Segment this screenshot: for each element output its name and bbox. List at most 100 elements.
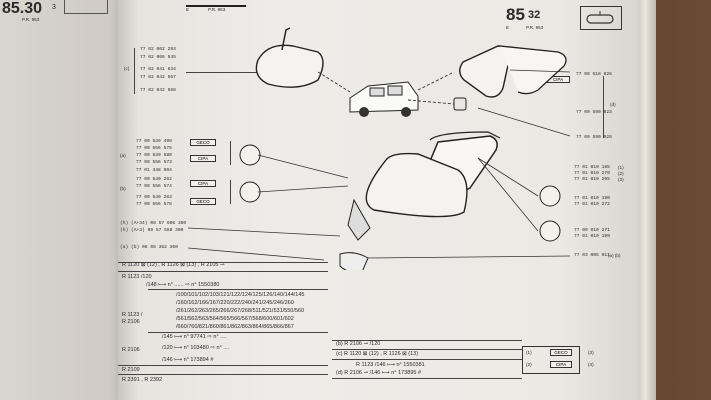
table-row-3-line-5: /660/760/821/860/861/862/863/864/865/866…: [176, 324, 294, 330]
page-edge-2: [646, 0, 656, 400]
group-b-label-cipa: CIPA: [190, 180, 216, 187]
table-row-5-label: R 2106: [122, 347, 140, 353]
legend-note-1: (3): [588, 350, 594, 355]
table-row-3-line-3: /261/262/263/265/266/267/268/511/521/531…: [176, 308, 305, 314]
left-page-number: 85.30: [2, 0, 43, 17]
right-ref-bottom: 77 03 005 011: [574, 253, 610, 258]
table-right-rule-3: [332, 359, 522, 360]
group-b-ref-3: 77 00 540 263: [136, 195, 172, 200]
table-right-row-1: (b) R 2106 ⊸ /120: [336, 341, 381, 347]
group-d-tag: (d): [610, 102, 616, 107]
group-b-tag: (b): [120, 186, 126, 191]
group-a-ref-1: 77 00 539 499: [136, 139, 172, 144]
group-c-bracket: [134, 48, 135, 94]
group-c-ref-1: 77 02 002 293: [140, 47, 176, 52]
screw-ref-2: (h) (A+3) 08 57 688 300: [120, 228, 184, 233]
legend-note-2: (4): [588, 362, 594, 367]
table-row-3-line-1: /100/101/102/103/121/122/124/125/126/140…: [176, 292, 305, 298]
legend-2: (2): [526, 362, 532, 367]
car-illustration: [349, 81, 419, 117]
left-page-number-suffix: 3: [52, 4, 56, 11]
header-sub-left: E: [186, 7, 190, 12]
table-rule-4: [148, 332, 328, 333]
group-c-ref-3: 77 02 041 634: [140, 67, 176, 72]
mirror-c-illustration: [255, 27, 324, 88]
table-right-rule-2: [332, 349, 522, 350]
header-sub-e: E: [506, 25, 510, 30]
group-a-ref-3: 77 00 539 580: [136, 153, 172, 158]
table-right-row-4: (d) R 2106 ⊸ /146 ⟼ n° 173895 #: [336, 370, 422, 376]
header-rule: [186, 5, 246, 7]
table-right-rule-1: [332, 340, 522, 341]
right-note-3: (3): [618, 177, 624, 182]
table-rule-2: [118, 271, 328, 272]
right-note-1: (1): [618, 165, 624, 170]
catalog-page: E P.R. 953 85 32 E P.R. 953 (c) 77 02 00…: [118, 0, 638, 400]
table-rule-5: [118, 365, 328, 366]
table-row-8: R 2391 , R 2392: [122, 377, 163, 383]
screw-ref-1: (h) (A+34) 08 57 606 300: [120, 221, 187, 226]
group-b-ref-1: 77 00 540 262: [136, 177, 172, 182]
table-row-5: /120 ⟼ n° 103480 ⇨ n° ....: [162, 345, 230, 351]
mirror-icon: [580, 6, 622, 30]
mirror-ab-illustration: [339, 131, 501, 270]
right-ref-3: 77 01 010 205: [574, 177, 610, 182]
page-number: 85: [506, 5, 525, 24]
group-d-ref-1: 77 00 518 826: [576, 72, 612, 77]
right-note-2: (2): [618, 171, 624, 176]
table-right-row-2: (c) R 1120 ⊠ (12) , R 1126 ⊠ (13): [336, 351, 419, 357]
group-d-ref-2: 77 00 590 923: [576, 110, 612, 115]
group-b-ref-2: 77 00 556 574: [136, 184, 172, 189]
legend-geco: GECO: [550, 349, 572, 356]
screw-ref-3: (a) (b) 06 08 352 300: [120, 245, 178, 250]
group-d-bracket: [603, 76, 604, 138]
group-c-ref-5: 77 02 042 568: [140, 88, 176, 93]
group-a-tag: (a): [120, 153, 126, 158]
table-right-rule-4: [332, 378, 522, 379]
group-c-ref-2: 77 02 006 545: [140, 55, 176, 60]
group-d-ref-3: 77 00 590 926: [576, 135, 612, 140]
right-ref-6: 77 00 010 271: [574, 228, 610, 233]
legend-1: (1): [526, 350, 532, 355]
group-a-ref-5: 77 01 348 094: [136, 168, 172, 173]
legend-box: [522, 346, 580, 374]
right-ref-bottom-tags: (a) (b): [608, 253, 621, 258]
group-a-ref-4: 77 00 556 573: [136, 160, 172, 165]
right-ref-1: 77 01 010 185: [574, 165, 610, 170]
parts-diagram: [187, 27, 571, 270]
legend-cipa: CIPA: [550, 361, 572, 368]
group-a-label-geco: GECO: [190, 139, 216, 146]
table-row-3-line-4: /561/562/563/564/565/566/567/568/600/601…: [176, 316, 294, 322]
table-row-6: /146 ⟼ n° 173894 #: [162, 357, 214, 363]
group-b-bracket: [230, 180, 231, 204]
group-a-label-cipa: CIPA: [190, 155, 216, 162]
group-c-leader: [186, 72, 266, 73]
table-row-7: R 2109: [122, 367, 140, 373]
mirror-d-illustration: [453, 45, 567, 111]
group-c-ref-4: 77 02 042 567: [140, 75, 176, 80]
right-ref-5: 77 01 010 272: [574, 202, 610, 207]
right-ref-7: 77 01 010 199: [574, 234, 610, 239]
table-rule-3: [148, 289, 328, 290]
left-page: 85.30 3 P.R. 953: [0, 0, 135, 400]
table-row-2b: /148 ⟼ n° ...... ⇨ n° 1550380: [146, 282, 220, 288]
group-a-ref-2: 77 00 556 575: [136, 146, 172, 151]
table-row-3-line-2: /160/162/166/167/220/222/240/241/245/246…: [176, 300, 294, 306]
table-rule-6: [118, 374, 328, 375]
group-b-label-geco: GECO: [190, 198, 216, 205]
group-a-bracket: [230, 141, 231, 165]
table-row-3-label: R 1123 / R 2106: [122, 312, 143, 325]
table-row-1: R 1120 ⊠ (12) , R 1126 ⊠ (13) , R 2105 ⊸: [122, 262, 225, 268]
group-b-ref-4: 77 00 556 578: [136, 202, 172, 207]
table-rule-1: [118, 262, 328, 263]
page-edge: [638, 0, 646, 400]
table-row-2a: R 1123 /120: [122, 274, 152, 280]
left-page-icon-box: [64, 0, 108, 14]
header-pr-left: P.R. 953: [208, 7, 226, 12]
right-ref-4: 77 01 010 190: [574, 196, 610, 201]
left-page-pr: P.R. 953: [22, 17, 40, 22]
table-row-4: /145 ⟼ n° 97741 ⇨ n° ....: [162, 334, 227, 340]
header-pr: P.R. 953: [526, 25, 544, 30]
right-ref-2: 77 01 010 270: [574, 171, 610, 176]
table-right-row-3: R 1123 /146 ⟼ n° 1550381: [356, 362, 425, 368]
